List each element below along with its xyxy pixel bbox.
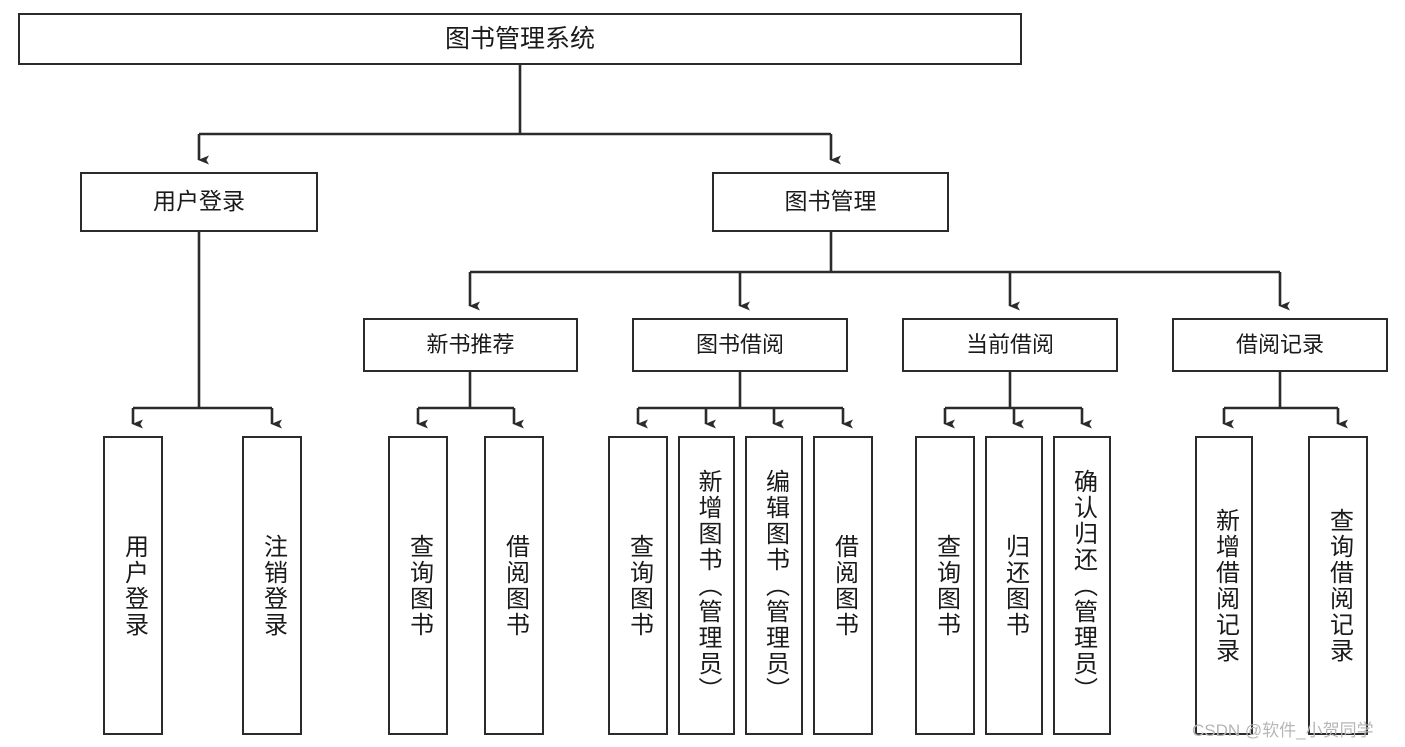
node-leaf-edit-book-admin[interactable]: 编辑图书（管理员） bbox=[745, 436, 803, 735]
edges-current-borrow-to-leaves bbox=[943, 372, 1092, 429]
node-leaf-return-book[interactable]: 归还图书 bbox=[985, 436, 1043, 735]
node-book-manage-label: 图书管理 bbox=[784, 188, 877, 215]
node-borrow-record-label: 借阅记录 bbox=[1235, 331, 1324, 357]
edges-borrow-record-to-leaves bbox=[1222, 372, 1348, 429]
node-leaf-confirm-return-admin-label: 确认归还（管理员） bbox=[1069, 468, 1097, 703]
node-new-book-recommend-label: 新书推荐 bbox=[426, 331, 515, 357]
node-leaf-borrow-book-2[interactable]: 借阅图书 bbox=[813, 436, 873, 735]
node-user-login-label: 用户登录 bbox=[153, 188, 245, 215]
edges-user-login-to-leaves bbox=[131, 232, 282, 429]
node-root-label: 图书管理系统 bbox=[444, 25, 595, 53]
node-current-borrow-label: 当前借阅 bbox=[965, 331, 1054, 357]
node-leaf-query-book-3[interactable]: 查询图书 bbox=[915, 436, 975, 735]
node-leaf-edit-book-admin-label: 编辑图书（管理员） bbox=[761, 468, 789, 703]
edges-new-book-recommend-to-leaves bbox=[416, 372, 524, 429]
node-leaf-add-book-admin-label: 新增图书（管理员） bbox=[693, 468, 721, 703]
node-current-borrow[interactable]: 当前借阅 bbox=[902, 318, 1118, 372]
node-leaf-add-borrow-record[interactable]: 新增借阅记录 bbox=[1195, 436, 1253, 735]
node-leaf-return-book-label: 归还图书 bbox=[1001, 533, 1029, 638]
edges-book-manage-to-level2 bbox=[468, 232, 1290, 311]
node-leaf-query-borrow-record-label: 查询借阅记录 bbox=[1325, 507, 1353, 664]
node-leaf-query-borrow-record[interactable]: 查询借阅记录 bbox=[1308, 436, 1368, 735]
node-leaf-query-book-2[interactable]: 查询图书 bbox=[608, 436, 668, 735]
node-leaf-query-book-1[interactable]: 查询图书 bbox=[388, 436, 448, 735]
node-leaf-borrow-book-1[interactable]: 借阅图书 bbox=[484, 436, 544, 735]
node-leaf-query-book-3-label: 查询图书 bbox=[932, 533, 960, 638]
node-borrow-record[interactable]: 借阅记录 bbox=[1172, 318, 1388, 372]
node-leaf-user-login-label: 用户登录 bbox=[120, 533, 148, 638]
node-book-borrow-label: 图书借阅 bbox=[695, 331, 784, 357]
node-root[interactable]: 图书管理系统 bbox=[18, 13, 1022, 65]
node-user-login[interactable]: 用户登录 bbox=[80, 172, 318, 232]
node-leaf-logout-login-label: 注销登录 bbox=[259, 533, 287, 638]
node-leaf-borrow-book-2-label: 借阅图书 bbox=[830, 533, 858, 638]
node-leaf-query-book-1-label: 查询图书 bbox=[405, 533, 433, 638]
node-leaf-user-login[interactable]: 用户登录 bbox=[103, 436, 163, 735]
node-new-book-recommend[interactable]: 新书推荐 bbox=[363, 318, 578, 372]
node-leaf-add-book-admin[interactable]: 新增图书（管理员） bbox=[678, 436, 735, 735]
edges-root-to-level1 bbox=[197, 65, 841, 165]
node-leaf-query-book-2-label: 查询图书 bbox=[625, 533, 653, 638]
node-leaf-borrow-book-1-label: 借阅图书 bbox=[501, 533, 529, 638]
node-leaf-confirm-return-admin[interactable]: 确认归还（管理员） bbox=[1053, 436, 1111, 735]
node-leaf-add-borrow-record-label: 新增借阅记录 bbox=[1211, 507, 1239, 664]
node-book-manage[interactable]: 图书管理 bbox=[712, 172, 949, 232]
node-leaf-logout-login[interactable]: 注销登录 bbox=[242, 436, 302, 735]
edges-book-borrow-to-leaves bbox=[636, 372, 853, 429]
node-book-borrow[interactable]: 图书借阅 bbox=[632, 318, 848, 372]
